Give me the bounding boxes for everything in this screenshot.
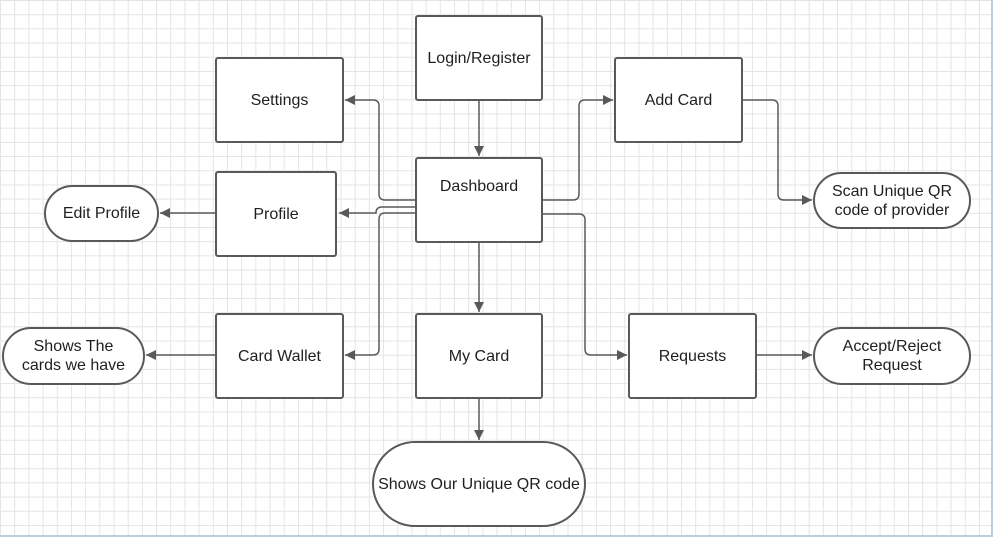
profile-node: Profile [215, 171, 337, 257]
add-card-label: Add Card [644, 91, 713, 109]
edge-dashboard-profile [339, 206, 415, 218]
scan-qr-node: Scan Unique QR code of provider [813, 172, 971, 229]
edge-dashboard-requests [543, 213, 627, 360]
requests-label: Requests [658, 347, 727, 365]
card-wallet-node: Card Wallet [215, 313, 344, 399]
shows-qr-label: Shows Our Unique QR code [378, 475, 580, 493]
shows-cards-node: Shows The cards we have [2, 327, 145, 385]
edit-profile-node: Edit Profile [44, 185, 159, 242]
accept-reject-label: Accept/Reject Request [842, 338, 942, 374]
my-card-node: My Card [415, 313, 543, 399]
edge-dashboard-add-card [543, 95, 613, 201]
settings-node: Settings [215, 57, 344, 143]
login-register-node: Login/Register [415, 15, 543, 101]
canvas-frame-bottom [0, 535, 993, 537]
dashboard-label: Dashboard [439, 177, 519, 195]
login-register-label: Login/Register [427, 49, 531, 67]
edit-profile-label: Edit Profile [62, 205, 141, 222]
card-wallet-label: Card Wallet [238, 347, 321, 365]
shows-qr-node: Shows Our Unique QR code [372, 441, 586, 527]
profile-label: Profile [253, 205, 299, 223]
requests-node: Requests [628, 313, 757, 399]
dashboard-node: Dashboard [415, 157, 543, 243]
canvas-frame-right [991, 0, 993, 537]
accept-reject-node: Accept/Reject Request [813, 327, 971, 385]
my-card-label: My Card [448, 347, 510, 365]
edge-dashboard-settings [345, 95, 415, 201]
shows-cards-label: Shows The cards we have [21, 338, 126, 374]
edge-dashboard-card-wallet [345, 212, 415, 360]
edge-add-card-scan-qr [742, 99, 812, 205]
scan-qr-label: Scan Unique QR code of provider [831, 182, 953, 219]
add-card-node: Add Card [614, 57, 743, 143]
settings-label: Settings [250, 91, 309, 109]
